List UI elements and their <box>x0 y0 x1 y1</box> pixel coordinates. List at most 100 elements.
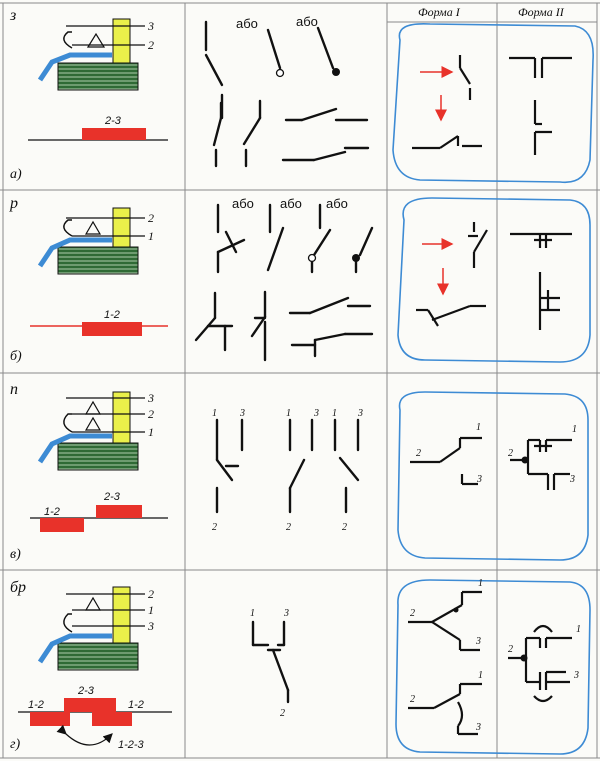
svg-text:2: 2 <box>212 522 217 533</box>
svg-text:3: 3 <box>573 670 579 681</box>
timing-bar-b: 1-2 <box>30 309 168 336</box>
form-1-labels-d: 1 2 3 1 2 3 <box>410 578 483 733</box>
row-d-sublabel: г) <box>10 737 20 752</box>
bar-label: 1-2 <box>44 506 60 518</box>
svg-text:1: 1 <box>212 408 217 419</box>
svg-text:1: 1 <box>478 578 483 589</box>
alt-word: або <box>236 16 258 31</box>
svg-text:1: 1 <box>478 670 483 681</box>
row-a-symbol: з <box>9 7 16 24</box>
pin-3: 3 <box>147 619 154 633</box>
timing-bar-c: 1-2 2-3 <box>30 491 168 532</box>
alt-word: або <box>280 196 302 211</box>
form-1-header: Форма I <box>418 5 461 19</box>
svg-text:3: 3 <box>569 474 575 485</box>
relay-illustration-c: 3 2 1 <box>37 391 154 471</box>
form-outline-d <box>395 579 591 755</box>
alt-word: або <box>326 196 348 211</box>
svg-text:2: 2 <box>508 448 513 459</box>
form-2-symbols-c <box>510 438 572 490</box>
svg-text:2: 2 <box>286 522 291 533</box>
junction-dot <box>521 456 529 464</box>
form-2-symbols-d <box>508 624 572 703</box>
bar-label: 2-3 <box>77 685 95 697</box>
pin-3: 3 <box>147 391 154 405</box>
svg-text:3: 3 <box>475 636 481 647</box>
svg-text:2: 2 <box>342 522 347 533</box>
contact-labels-d: 1 3 2 <box>250 608 289 719</box>
form-outline-c <box>397 391 589 561</box>
form-1-labels-c: 1 2 3 <box>416 422 482 485</box>
relay-illustration-d: 2 1 3 <box>37 586 154 671</box>
svg-text:2: 2 <box>280 708 285 719</box>
row-b-sublabel: б) <box>10 349 22 364</box>
row-a: з а) 3 2 2-3 <box>9 7 594 184</box>
bar-label: 1-2 <box>28 699 44 711</box>
svg-text:1: 1 <box>286 408 291 419</box>
svg-text:3: 3 <box>283 608 289 619</box>
form-outline-b <box>397 197 591 363</box>
row-c-sublabel: в) <box>10 547 21 562</box>
form-2-symbols-a <box>509 56 572 155</box>
bar-label: 1-2 <box>128 699 144 711</box>
pin-2: 2 <box>148 38 154 52</box>
form-2-symbols-b <box>510 232 572 330</box>
timing-bar-d: 1-2 2-3 1-2 1-2-3 <box>18 685 172 751</box>
contact-labels-c: 1 3 2 1 3 2 1 3 2 <box>212 408 363 533</box>
pin-1: 1 <box>148 229 154 243</box>
contact-symbols-b <box>194 203 374 362</box>
form-2-labels-c: 1 2 3 <box>508 424 577 485</box>
svg-text:2: 2 <box>416 448 421 459</box>
row-d: бр г) 2 1 3 1-2 2-3 1-2 1-2-3 <box>10 578 591 755</box>
form-1-symbols-d <box>408 590 482 736</box>
form-1-symbols-c <box>410 436 482 486</box>
relay-illustration-a: 3 2 <box>37 18 154 91</box>
pin-2: 2 <box>148 211 154 225</box>
contact-symbols-d <box>251 620 290 704</box>
row-a-sublabel: а) <box>10 167 22 182</box>
contact-symbols-a <box>204 20 370 168</box>
timing-bar-a: 2-3 <box>28 115 168 141</box>
svg-text:3: 3 <box>239 408 245 419</box>
form-2-header: Форма II <box>518 5 565 19</box>
svg-text:1: 1 <box>250 608 255 619</box>
bar-label: 1-2 <box>104 309 120 321</box>
pin-2: 2 <box>148 587 154 601</box>
junction-dot <box>520 654 528 662</box>
svg-text:1: 1 <box>572 424 577 435</box>
form-1-symbols-b <box>416 222 488 327</box>
row-b: р б) 2 1 1-2 <box>9 195 591 364</box>
relay-illustration-b: 2 1 <box>37 207 154 275</box>
svg-text:2: 2 <box>410 694 415 705</box>
form-2-labels-d: 1 2 3 <box>508 624 581 681</box>
junction-dot <box>453 607 459 613</box>
row-c-symbol: п <box>10 381 18 398</box>
bar-label: 2-3 <box>103 491 121 503</box>
svg-text:3: 3 <box>476 474 482 485</box>
svg-text:1: 1 <box>332 408 337 419</box>
pin-1: 1 <box>148 425 154 439</box>
form-1-symbols-a <box>412 55 482 150</box>
svg-text:3: 3 <box>357 408 363 419</box>
row-c: п в) 3 2 1 1-2 2-3 <box>10 381 589 562</box>
svg-text:1: 1 <box>576 624 581 635</box>
svg-text:2: 2 <box>508 644 513 655</box>
svg-text:2: 2 <box>410 608 415 619</box>
svg-text:3: 3 <box>475 722 481 733</box>
alt-word: або <box>232 196 254 211</box>
pin-3: 3 <box>147 19 154 33</box>
contact-symbols-c <box>215 418 360 514</box>
pin-1: 1 <box>148 603 154 617</box>
bar-label: 2-3 <box>104 115 122 127</box>
pin-2: 2 <box>148 407 154 421</box>
svg-text:1: 1 <box>476 422 481 433</box>
form-outline-a <box>392 23 594 184</box>
row-d-symbol: бр <box>10 579 26 596</box>
svg-text:3: 3 <box>313 408 319 419</box>
row-b-symbol: р <box>9 195 18 212</box>
cycle-label: 1-2-3 <box>118 739 145 751</box>
alt-word: або <box>296 14 318 29</box>
